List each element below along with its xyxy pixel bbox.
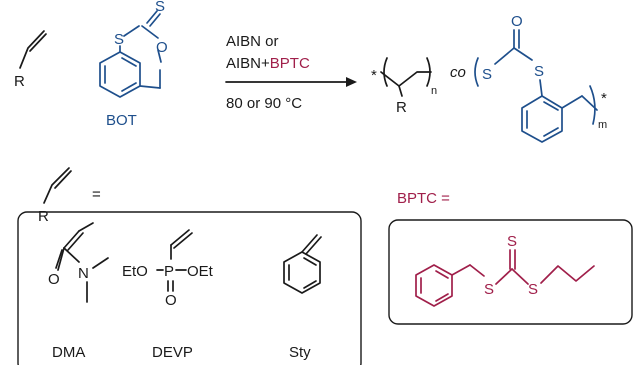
devp-left-label: EtO — [122, 263, 148, 280]
legend-r-label: R — [38, 208, 49, 225]
dma-name: DMA — [52, 344, 85, 361]
product-subscript-m: m — [598, 119, 607, 131]
legend-vinyl-monomer: R = — [38, 167, 101, 225]
devp-name: DEVP — [152, 344, 193, 361]
legend-equals: = — [92, 186, 101, 203]
bot-name: BOT — [106, 112, 137, 129]
product-r-label: R — [396, 99, 407, 116]
copolymer-product: * R n co S O S m * — [371, 13, 607, 143]
condition-line-1: AIBN or — [226, 33, 279, 50]
bot-structure: S S O BOT — [99, 0, 168, 129]
devp-oxygen-label: O — [165, 292, 177, 309]
bot-thione-sulfur: S — [155, 0, 165, 15]
monomer-sty: Sty — [283, 234, 322, 361]
monomer-panel: O N DMA EtO P OEt O DEVP — [17, 211, 362, 365]
bptc-thione-sulfur: S — [507, 233, 517, 250]
product-left-end: * — [371, 67, 377, 84]
bptc-right-sulfur: S — [528, 281, 538, 298]
product-carbonyl-oxygen: O — [511, 13, 523, 30]
bot-ring-oxygen: O — [156, 39, 168, 56]
sty-name: Sty — [289, 344, 311, 361]
product-left-sulfur: S — [482, 66, 492, 83]
vinyl-monomer: R — [14, 30, 47, 90]
dma-oxygen-label: O — [48, 271, 60, 288]
condition-line-2: AIBN+BPTC — [226, 55, 310, 72]
dma-nitrogen-label: N — [78, 265, 89, 282]
devp-right-label: OEt — [187, 263, 214, 280]
monomer-devp: EtO P OEt O DEVP — [122, 229, 214, 361]
reaction-conditions: AIBN or AIBN+BPTC 80 or 90 °C — [225, 33, 357, 112]
product-subscript-n: n — [431, 85, 437, 97]
bptc-label: BPTC = — [397, 190, 450, 207]
condition-line-3: 80 or 90 °C — [226, 95, 302, 112]
product-right-end: * — [601, 90, 607, 107]
bot-ring-sulfur: S — [114, 31, 124, 48]
devp-phosphorus-label: P — [164, 263, 174, 280]
reaction-arrow-head — [346, 77, 357, 87]
monomer-r-label: R — [14, 73, 25, 90]
product-right-sulfur: S — [534, 63, 544, 80]
product-co-label: co — [450, 64, 466, 81]
monomer-dma: O N DMA — [48, 222, 109, 361]
bptc-legend: BPTC = S S S — [388, 190, 633, 325]
bptc-left-sulfur: S — [484, 281, 494, 298]
